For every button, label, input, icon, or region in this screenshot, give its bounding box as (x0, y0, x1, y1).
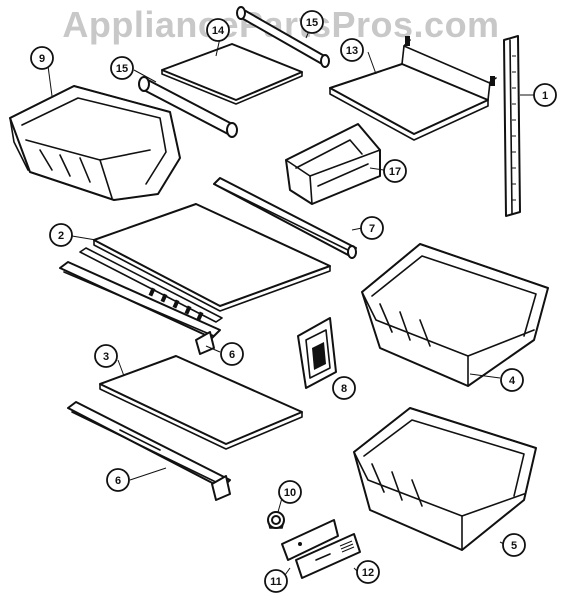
crisper-drawer-4 (361, 243, 549, 387)
cantilever-shelf-13 (329, 36, 497, 141)
callout-1: 1 (533, 83, 557, 107)
callout-label: 6 (229, 349, 235, 361)
shelf-trim-rod-15 (138, 76, 238, 138)
callout-label: 15 (116, 63, 128, 75)
callout-3: 3 (94, 344, 118, 368)
callout-label: 11 (270, 576, 282, 588)
callout-11: 11 (264, 569, 288, 593)
crisper-drawer-5 (353, 407, 537, 551)
callout-label: 3 (103, 351, 109, 363)
callout-17: 17 (383, 159, 407, 183)
callout-13: 13 (340, 38, 364, 62)
callout-label: 13 (346, 45, 358, 57)
glass-shelf-3 (99, 355, 303, 450)
callout-9: 9 (30, 46, 54, 70)
shelf-trim-6a (59, 247, 223, 355)
callout-label: 4 (509, 375, 516, 387)
control-panel-12 (295, 533, 361, 579)
callout-label: 5 (511, 540, 517, 552)
callout-8: 8 (332, 376, 356, 400)
callout-6b: 6 (106, 468, 130, 492)
callout-6a: 6 (220, 342, 244, 366)
glass-shelf-14 (161, 43, 303, 105)
callout-label: 17 (389, 166, 401, 178)
callout-label: 1 (542, 90, 548, 102)
shelf-trim-rod-15b (236, 6, 330, 68)
shelf-rail-1 (503, 35, 521, 217)
callout-label: 12 (362, 567, 374, 579)
bracket-8 (297, 317, 337, 389)
callout-label: 14 (212, 25, 225, 37)
mounting-plate-11 (281, 519, 339, 561)
callout-15a: 15 (110, 56, 134, 80)
callout-label: 2 (58, 230, 64, 242)
callout-label: 8 (341, 383, 347, 395)
glass-shelf-2 (93, 203, 331, 312)
callout-label: 10 (284, 487, 296, 499)
callout-label: 9 (39, 53, 45, 65)
callout-7: 7 (360, 216, 384, 240)
control-knob-10 (267, 511, 285, 529)
callout-5: 5 (502, 533, 526, 557)
callout-label: 7 (369, 223, 375, 235)
bin-cover-17 (285, 123, 381, 205)
callout-label: 15 (306, 17, 318, 29)
callout-10: 10 (278, 480, 302, 504)
callout-2: 2 (49, 223, 73, 247)
callout-12: 12 (356, 560, 380, 584)
callout-4: 4 (500, 368, 524, 392)
shelf-trim-6b (67, 401, 231, 501)
callout-14: 14 (206, 18, 230, 42)
shelf-channel-7 (213, 177, 357, 259)
crisper-drawer-9 (9, 85, 181, 201)
callout-15b: 15 (300, 10, 324, 34)
callout-label: 6 (115, 475, 121, 487)
